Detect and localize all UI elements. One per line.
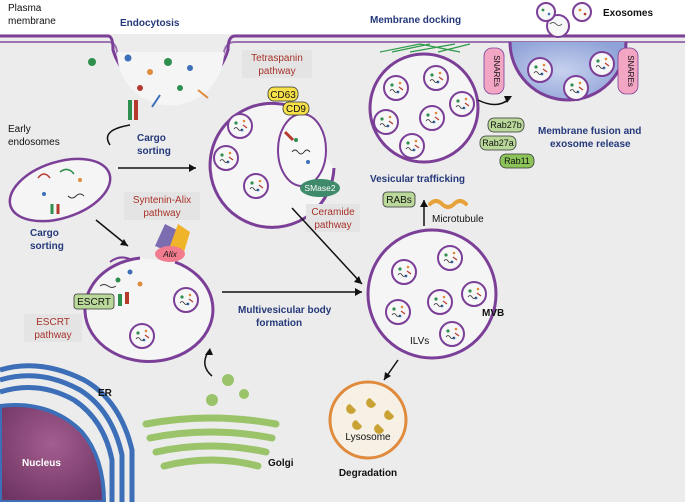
alix-label: Alix (162, 249, 177, 259)
rabs-label: RABs (386, 195, 412, 206)
mvb-formation-label-line1: Multivesicular body (238, 305, 332, 316)
escrt-mvb (83, 256, 215, 363)
ceramide-pathway-box (306, 204, 360, 232)
lysosome (328, 380, 408, 460)
smase2-label: SMase2 (304, 183, 335, 193)
degradation-label: Degradation (339, 468, 397, 479)
tetraspanin-pathway-label-line1: Tetraspanin (251, 53, 303, 64)
early-endosomes-label-line2: endosomes (8, 137, 60, 148)
rab27a-label: Rab27a (482, 138, 514, 148)
endocytosis-pit (88, 52, 224, 120)
lysosome-label: Lysosome (345, 432, 391, 443)
golgi-apparatus (142, 374, 280, 470)
released-exosomes (536, 2, 592, 22)
er-label: ER (98, 388, 113, 399)
snares-right-label: SNAREs (626, 55, 635, 87)
cargo-sorting-top-line1: Cargo (137, 133, 166, 144)
vesicular-trafficking-label: Vesicular trafficking (370, 174, 465, 185)
early-endosome (8, 157, 112, 223)
alix-shape (170, 224, 190, 252)
ilvs-label: ILVs (410, 336, 429, 347)
membrane-fusion-label-line2: exosome release (550, 139, 631, 150)
snares-right-tag (617, 47, 639, 95)
cd63-label: CD63 (270, 90, 296, 101)
microtubule-icon (428, 199, 468, 209)
membrane-fusion-label-line1: Membrane fusion and (538, 126, 641, 137)
mvb (366, 228, 498, 360)
cargo-sorting-top-line2: sorting (137, 146, 171, 157)
nucleus-label: Nucleus (22, 458, 61, 469)
ceramide-pathway-label-line1: Ceramide (311, 207, 355, 218)
plasma-membrane-label-line2: membrane (8, 16, 56, 27)
early-endosomes-label-line1: Early (8, 124, 31, 135)
rab11-tag (499, 153, 535, 169)
cargo-sorting-left-line2: sorting (30, 241, 64, 252)
escrt-tag (73, 293, 115, 310)
cd9-label: CD9 (286, 104, 306, 115)
syntenin-alix-pathway-label-line2: pathway (143, 208, 180, 219)
escrt-pathway-label-line1: ESCRT (36, 317, 70, 328)
escrt-pathway-box (24, 314, 82, 342)
cd9-tag (282, 101, 310, 116)
rab27a-tag (479, 135, 517, 151)
microtubule-label: Microtubule (432, 214, 484, 225)
tetraspanin-pathway-label-line2: pathway (258, 66, 295, 77)
endocytosis-label: Endocytosis (120, 18, 180, 29)
escrt-pathway-label-line2: pathway (34, 330, 71, 341)
cd63-tag (267, 86, 299, 102)
cargo-sorting-left-line1: Cargo (30, 228, 59, 239)
plasma-membrane-label-line1: Plasma (8, 3, 42, 14)
nucleus (0, 403, 107, 502)
docking-mvb (368, 43, 480, 164)
arrow-ceramide-to-mvb (291, 207, 363, 285)
tetraspanin-pathway-box (242, 50, 312, 78)
syntenin-alix-pathway-label-line1: Syntenin-Alix (133, 195, 191, 206)
rabs-tag (382, 191, 416, 208)
ceramide-pathway-label-line2: pathway (314, 220, 351, 231)
smase2-tag (300, 179, 340, 197)
rab27b-label: Rab27b (490, 120, 522, 130)
membrane-docking-label: Membrane docking (370, 15, 461, 26)
fusion-pocket (508, 14, 628, 102)
escrt-label: ESCRT (77, 297, 111, 308)
endoplasmic-reticulum (0, 363, 135, 502)
arrow-endocytosis (106, 124, 131, 146)
mvb-formation-label-line2: formation (256, 318, 302, 329)
snares-left-tag (483, 47, 505, 95)
cytoplasm (0, 34, 685, 502)
golgi-label: Golgi (268, 458, 294, 469)
rab27b-tag (487, 117, 525, 133)
rab11-label: Rab11 (504, 156, 530, 166)
exosomes-label: Exosomes (603, 8, 653, 19)
snares-left-label: SNAREs (492, 55, 501, 87)
alix-tag (155, 246, 185, 262)
mvb-label: MVB (482, 308, 504, 319)
syntenin-alix-pathway-box (124, 192, 200, 220)
